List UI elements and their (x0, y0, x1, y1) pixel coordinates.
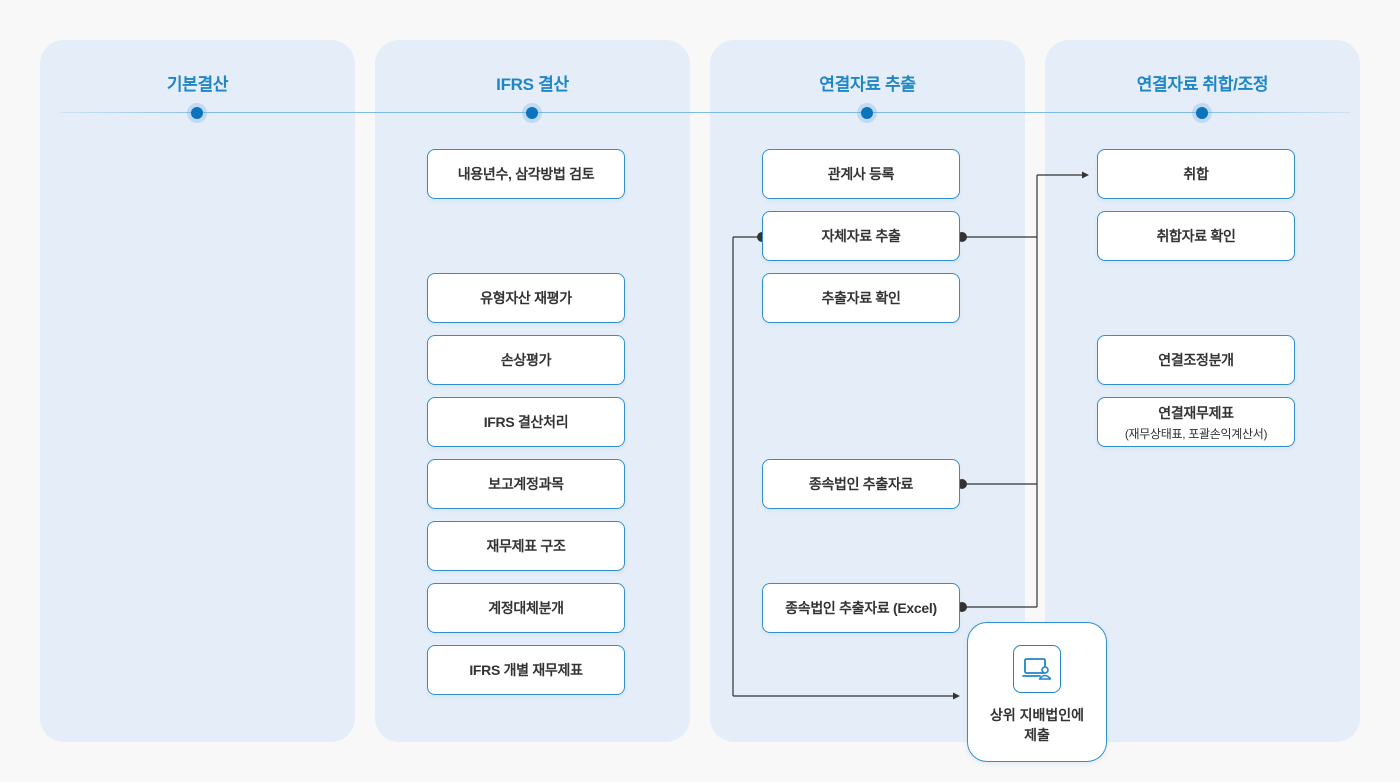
step-label: 손상평가 (500, 352, 552, 368)
step-report-accounts[interactable]: 보고계정과목 (427, 459, 625, 509)
step-label: 유형자산 재평가 (480, 290, 572, 306)
step-label: 내용년수, 삼각방법 검토 (457, 166, 595, 182)
submit-label-line2: 제출 (1024, 727, 1050, 743)
step-sublabel: (재무상태표, 포괄손익계산서) (1124, 426, 1268, 441)
step-account-transfer[interactable]: 계정대체분개 (427, 583, 625, 633)
column-title-consolidation-aggregate: 연결자료 취합/조정 (1136, 75, 1269, 94)
step-consolidated-fs[interactable]: 연결재무제표 (재무상태표, 포괄손익계산서) (1097, 397, 1295, 447)
column-title-consolidation-extract: 연결자료 추출 (819, 75, 916, 94)
step-label: IFRS 결산처리 (483, 414, 569, 430)
timeline-dot (526, 107, 538, 119)
step-label: 자체자료 추출 (821, 228, 901, 244)
step-ifrs-separate-fs[interactable]: IFRS 개별 재무제표 (427, 645, 625, 695)
step-label: 재무제표 구조 (486, 538, 566, 554)
step-label: 추출자료 확인 (821, 290, 901, 306)
step-label: 연결조정분개 (1158, 352, 1234, 368)
step-label: 종속법인 추출자료 (Excel) (785, 600, 937, 616)
step-subsidiary-extract[interactable]: 종속법인 추출자료 (762, 459, 960, 509)
step-self-extract[interactable]: 자체자료 추출 (762, 211, 960, 261)
step-ifrs-processing[interactable]: IFRS 결산처리 (427, 397, 625, 447)
step-affiliate-register[interactable]: 관계사 등록 (762, 149, 960, 199)
step-aggregate-check[interactable]: 취합자료 확인 (1097, 211, 1295, 261)
column-ifrs-closing (375, 40, 690, 742)
step-label: 관계사 등록 (827, 166, 895, 182)
column-basic-closing (40, 40, 355, 742)
step-subsidiary-extract-excel[interactable]: 종속법인 추출자료 (Excel) (762, 583, 960, 633)
submit-to-parent-card[interactable]: 상위 지배법인에 제출 (967, 622, 1107, 762)
timeline-dot (191, 107, 203, 119)
column-title-ifrs-closing: IFRS 결산 (496, 75, 569, 94)
step-asset-revaluation[interactable]: 유형자산 재평가 (427, 273, 625, 323)
step-aggregate[interactable]: 취합 (1097, 149, 1295, 199)
step-label: 취합 (1183, 166, 1209, 182)
column-title-basic-closing: 기본결산 (166, 75, 229, 94)
laptop-user-icon (1013, 645, 1061, 693)
timeline-dot (861, 107, 873, 119)
step-useful-life-review[interactable]: 내용년수, 삼각방법 검토 (427, 149, 625, 199)
step-extract-check[interactable]: 추출자료 확인 (762, 273, 960, 323)
step-label: 계정대체분개 (488, 600, 564, 616)
step-label: 보고계정과목 (488, 476, 564, 492)
submit-label: 상위 지배법인에 제출 (982, 705, 1092, 745)
step-label: 종속법인 추출자료 (808, 476, 914, 492)
step-label: 연결재무제표 (1158, 404, 1234, 421)
submit-label-line1: 상위 지배법인에 (989, 707, 1085, 723)
step-label: IFRS 개별 재무제표 (469, 662, 583, 678)
step-label: 취합자료 확인 (1156, 228, 1236, 244)
timeline-line (60, 112, 1350, 113)
step-consolidation-adjustment[interactable]: 연결조정분개 (1097, 335, 1295, 385)
step-fs-structure[interactable]: 재무제표 구조 (427, 521, 625, 571)
step-impairment[interactable]: 손상평가 (427, 335, 625, 385)
timeline-dot (1196, 107, 1208, 119)
